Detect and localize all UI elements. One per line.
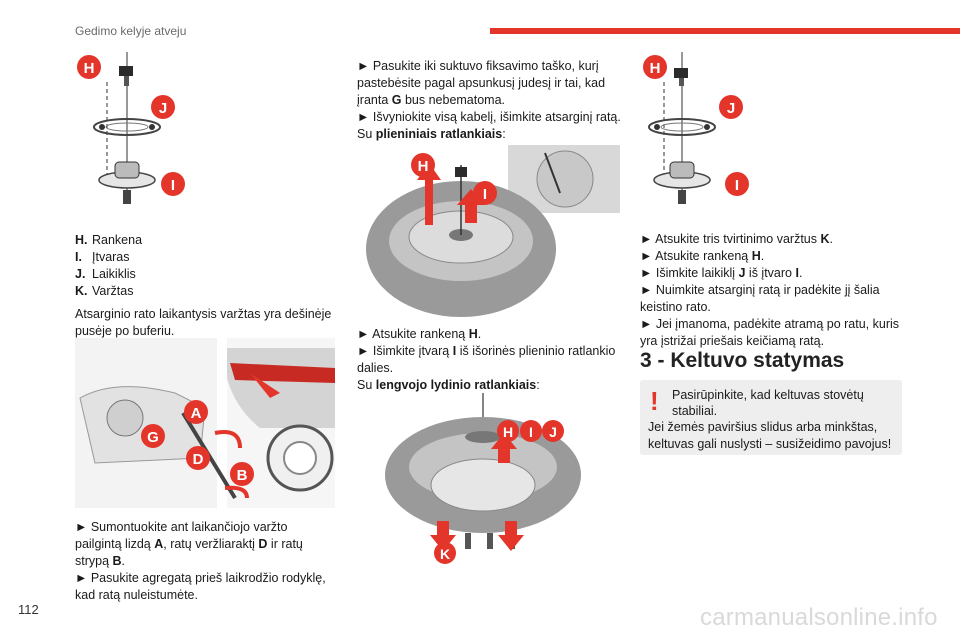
figure-steel-wheel: H I — [366, 145, 620, 317]
figure-label-i: I — [725, 172, 749, 196]
figure-label-j: J — [151, 95, 175, 119]
figure-alloy-wheel: H I J K — [385, 393, 581, 564]
svg-text:J: J — [159, 100, 167, 117]
figure-label-b: B — [230, 462, 254, 486]
svg-text:J: J — [727, 100, 735, 117]
instruction-turn-to-stop: ► Pasukite iki suktuvo fiksavimo taško, … — [357, 59, 606, 107]
svg-text:H: H — [418, 158, 429, 175]
figure-jack-assembly-right: H J I — [643, 52, 749, 204]
instruction-mount-socket: ► Sumontuokite ant laikančiojo varžto pa… — [75, 520, 303, 568]
figure-spare-carrier: A G D B — [75, 338, 335, 508]
header-accent-bar — [490, 28, 960, 34]
svg-text:D: D — [193, 451, 204, 468]
figure-label-i: I — [520, 420, 542, 442]
legend-list: H.Rankena I.Įtvaras J.Laikiklis K.Varžta… — [75, 232, 335, 300]
svg-text:H: H — [503, 424, 513, 440]
spare-bolt-location-text: Atsarginio rato laikantysis varžtas yra … — [75, 307, 332, 338]
figure-label-g: G — [141, 424, 165, 448]
instruction-place-chock: ► Jei įmanoma, padėkite atramą po ratu, … — [640, 317, 900, 348]
instruction-remove-holder: ► Išimkite laikiklį J iš įtvaro I. — [640, 266, 803, 280]
legend-item: J.Laikiklis — [75, 267, 136, 281]
warning-text-2: Jei žemės paviršius slidus arba minkštas… — [648, 420, 892, 451]
svg-text:H: H — [84, 60, 95, 77]
svg-text:I: I — [735, 177, 739, 194]
figure-label-h: H — [497, 420, 519, 442]
legend-item: I.Įtvaras — [75, 250, 130, 264]
figure-label-a: A — [184, 400, 208, 424]
svg-text:H: H — [650, 60, 661, 77]
svg-text:B: B — [237, 467, 248, 484]
figure-label-d: D — [186, 446, 210, 470]
figure-label-h: H — [643, 55, 667, 79]
figure-label-k: K — [434, 542, 456, 564]
warning-box: ! Pasirūpinkite, kad keltuvas stovėtų st… — [640, 380, 902, 455]
instruction-unscrew-bolts: ► Atsukite tris tvirtinimo varžtus K. — [640, 232, 833, 246]
instruction-unscrew-handle-right: ► Atsukite rankeną H. — [640, 249, 765, 263]
steel-rims-heading: Su plieniniais ratlankiais: — [357, 127, 506, 141]
figure-jack-assembly-top: H J I — [77, 52, 185, 204]
figure-label-i: I — [161, 172, 185, 196]
svg-text:A: A — [191, 405, 202, 422]
svg-text:I: I — [483, 186, 487, 203]
figure-label-j: J — [719, 95, 743, 119]
figure-label-j: J — [542, 420, 564, 442]
warning-icon: ! — [650, 386, 659, 416]
warning-text-1: Pasirūpinkite, kad keltuvas stovėtų stab… — [672, 388, 864, 418]
legend-item: K.Varžtas — [75, 284, 134, 298]
header-title: Gedimo kelyje atveju — [75, 24, 187, 38]
page-number: 112 — [18, 602, 39, 617]
figure-label-h: H — [411, 153, 435, 177]
svg-text:G: G — [147, 429, 159, 446]
svg-text:K: K — [440, 546, 450, 562]
section-title: 3 - Keltuvo statymas — [640, 349, 845, 372]
figure-label-h: H — [77, 55, 101, 79]
svg-text:J: J — [549, 424, 557, 440]
instruction-remove-bracket: ► Išimkite įtvarą I iš išorinės plienini… — [357, 344, 616, 375]
watermark: carmanualsonline.info — [700, 604, 938, 631]
figure-label-i: I — [473, 181, 497, 205]
svg-text:I: I — [529, 424, 533, 440]
instruction-unwind-cable: ► Išvyniokite visą kabelį, išimkite atsa… — [357, 110, 621, 124]
legend-item: H.Rankena — [75, 233, 143, 247]
svg-text:I: I — [171, 177, 175, 194]
alloy-rims-heading: Su lengvojo lydinio ratlankiais: — [357, 378, 540, 392]
instruction-unscrew-handle: ► Atsukite rankeną H. — [357, 327, 482, 341]
instruction-turn-counterclockwise: ► Pasukite agregatą prieš laikrodžio rod… — [75, 571, 326, 602]
instruction-place-spare: ► Nuimkite atsarginį ratą ir padėkite jį… — [640, 283, 880, 314]
